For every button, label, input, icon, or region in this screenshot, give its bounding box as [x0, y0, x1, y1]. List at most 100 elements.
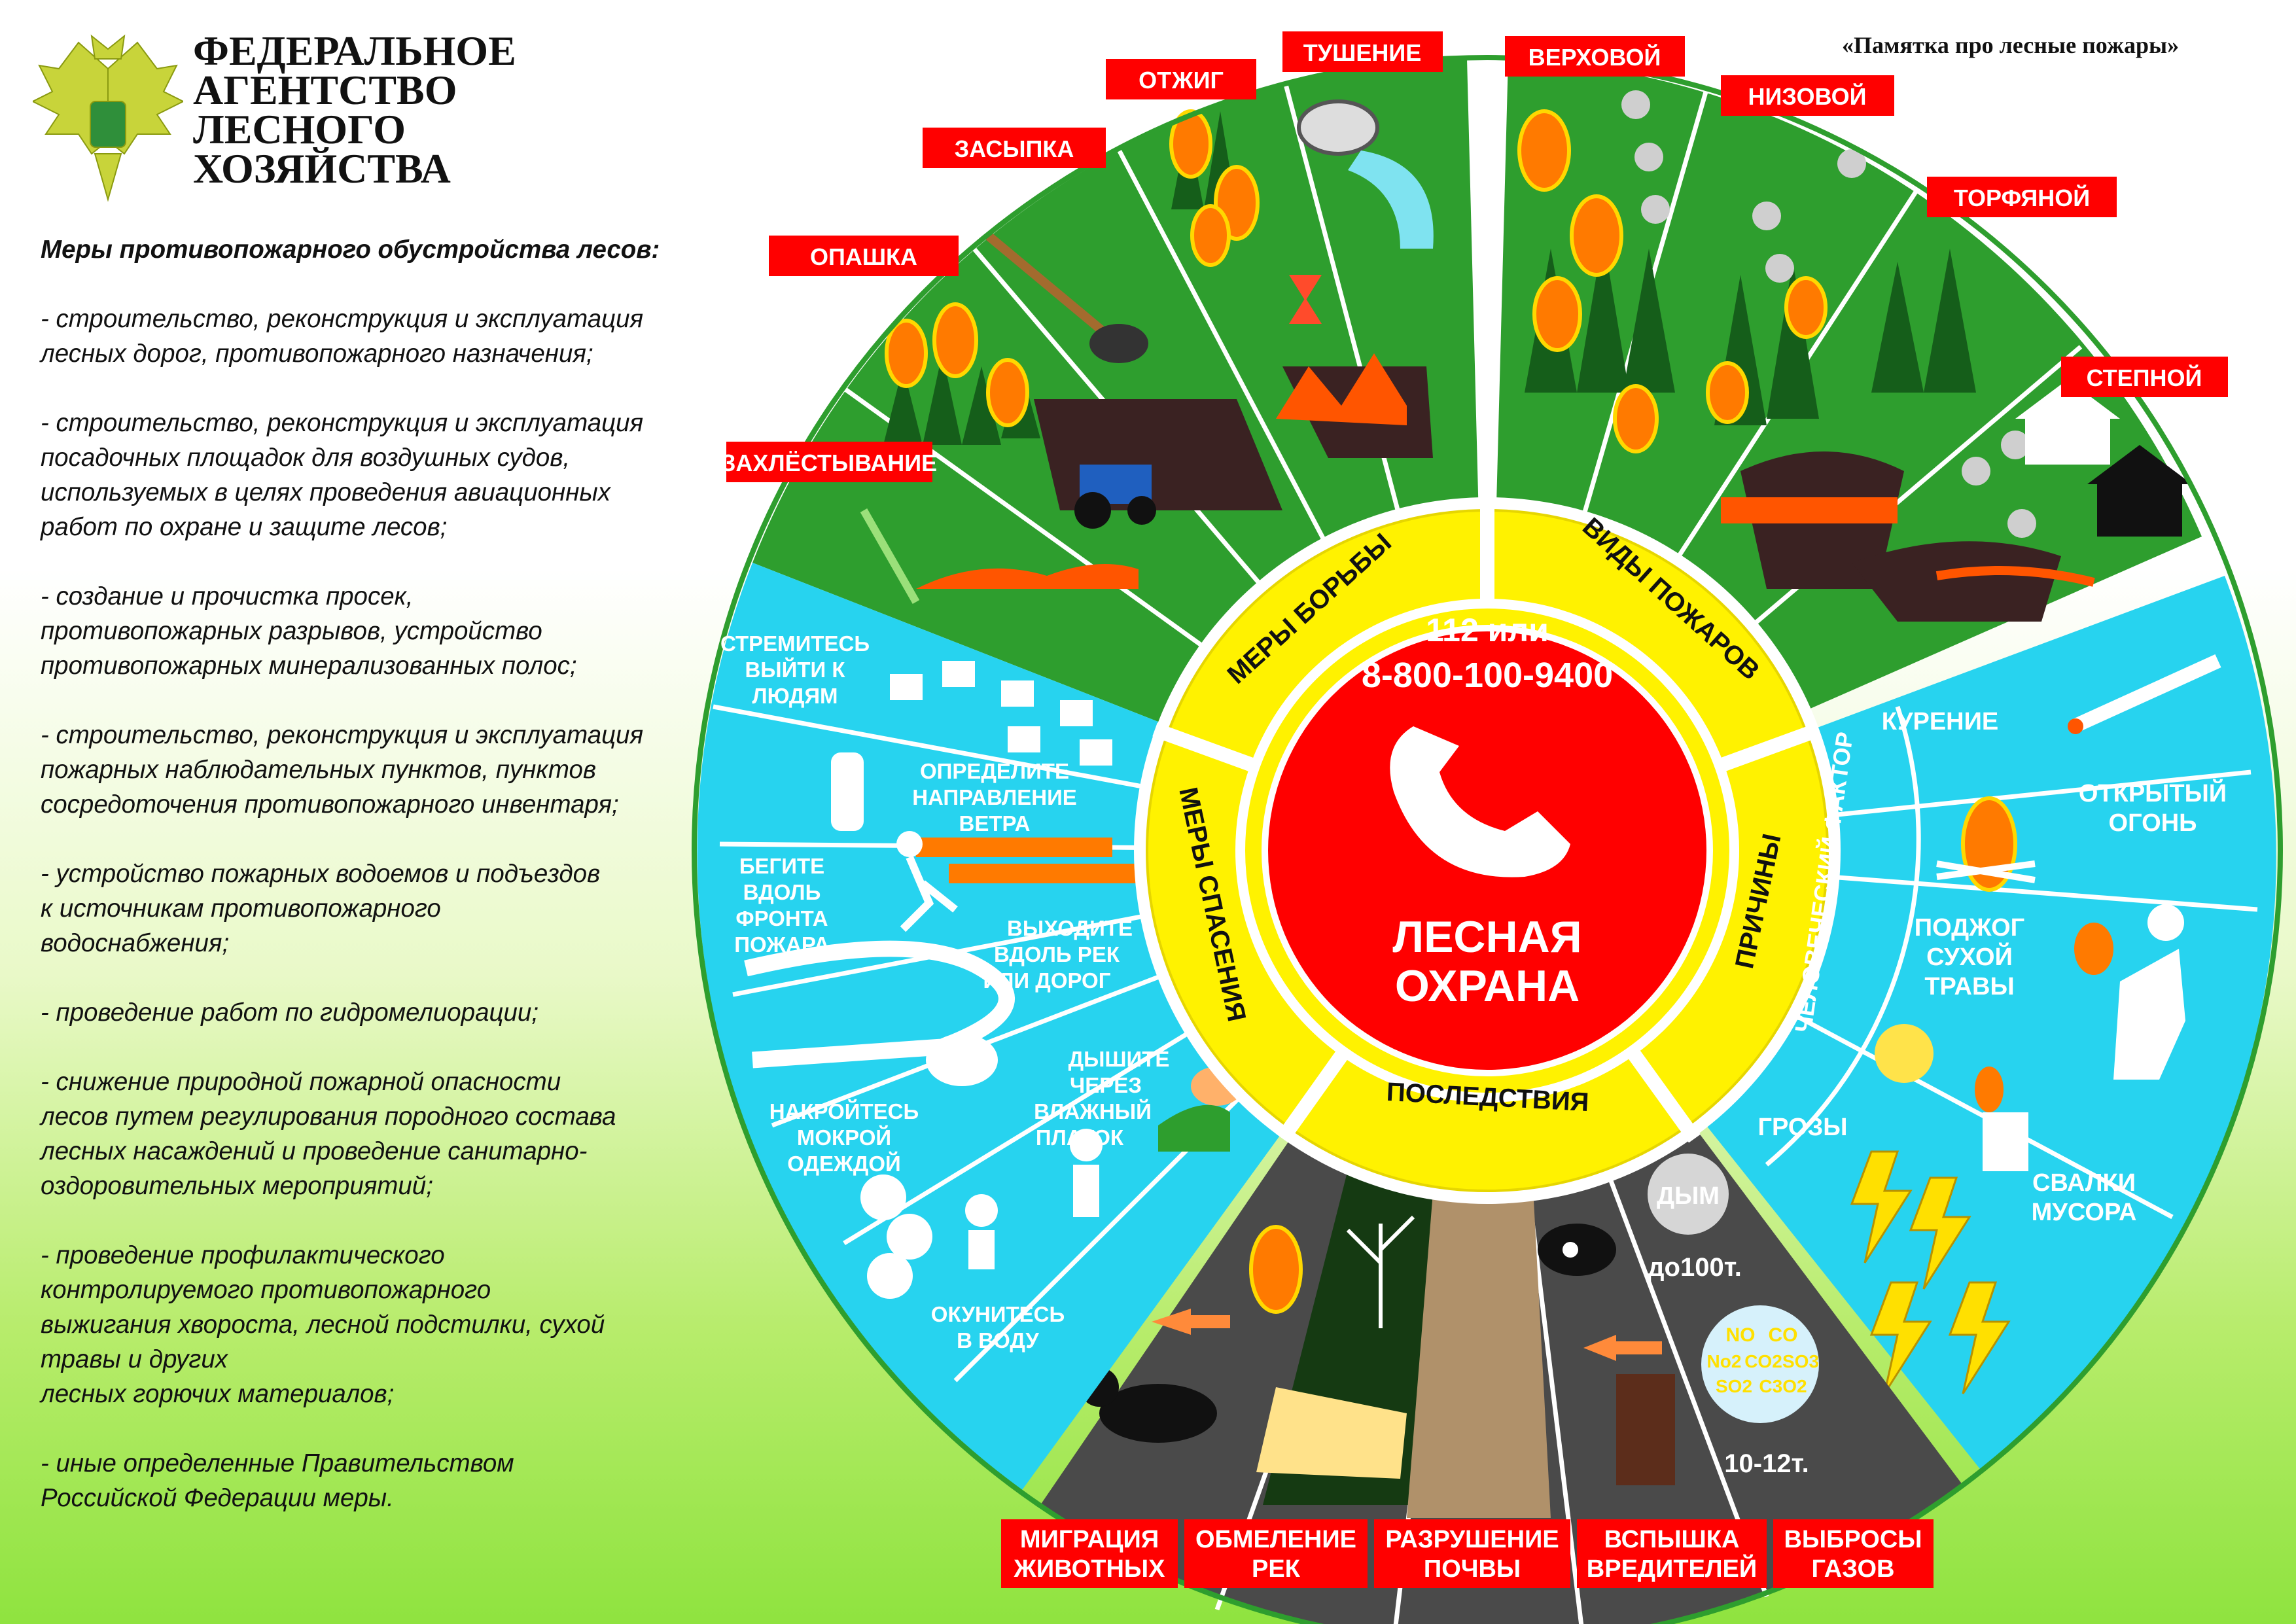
gas-c3o2: C3O2	[1759, 1376, 1807, 1396]
rescue-water-1: ОКУНИТЕСЬ	[931, 1302, 1065, 1326]
rescue-people-2: ВЫЙТИ К	[745, 657, 845, 682]
gas-so3: SO3	[1782, 1351, 1819, 1371]
water-bucket-icon	[1297, 99, 1434, 249]
gas-bubble-icon: NO CO No2 CO2 SO3 SO2 C3O2	[1701, 1305, 1819, 1423]
rescue-run-3: ФРОНТА	[735, 906, 828, 930]
agency-line-1: ФЕДЕРАЛЬНОЕ	[193, 27, 516, 74]
cause-arson-3: ТРАВЫ	[1924, 973, 2014, 1000]
cause-dumps-2: МУСОРА	[2032, 1199, 2137, 1226]
ship-icon	[1256, 1387, 1407, 1479]
cause-arson-2: СУХОЙ	[1926, 942, 2013, 971]
measure-item-line: выжигания хвороста, лесной подстилки, су…	[41, 1311, 605, 1339]
rescue-labels: СТРЕМИТЕСЬ ВЫЙТИ К ЛЮДЯМ ОПРЕДЕЛИТЕ НАПР…	[720, 631, 1170, 1352]
rescue-cover-3: ОДЕЖДОЙ	[787, 1151, 900, 1176]
measure-item: - строительство, реконструкция и эксплуа…	[41, 406, 728, 544]
arrow-left-icon	[1152, 1309, 1662, 1361]
measure-item-line: противопожарных разрывов, устройство	[41, 617, 542, 645]
rescue-breathe-1: ДЫШИТЕ	[1069, 1047, 1170, 1071]
rescue-cover-2: МОКРОЙ	[797, 1125, 891, 1150]
rescue-people-3: ЛЮДЯМ	[752, 684, 838, 708]
measure-item-line: - строительство, реконструкция и эксплуа…	[41, 409, 644, 437]
measure-item-line: лесных дорог, противопожарного назначени…	[41, 340, 593, 368]
measure-item-line: - иные определенные Правительством	[41, 1449, 514, 1477]
fire-type-crown: ВЕРХОВОЙ	[1528, 43, 1661, 71]
cigarette-icon	[2068, 654, 2221, 734]
rescue-water-2: В ВОДУ	[957, 1328, 1039, 1352]
consequence-3-line-2: ПОЧВЫ	[1424, 1555, 1521, 1583]
consequence-4-line-2: ВРЕДИТЕЛЕЙ	[1587, 1553, 1757, 1583]
gases-amount: 10-12т.	[1724, 1449, 1809, 1478]
runner-icon	[896, 831, 958, 932]
dead-tree-icon	[1346, 1215, 1415, 1328]
rescue-run-4: ПОЖАРА	[734, 932, 830, 957]
cause-smoking: КУРЕНИЕ	[1882, 708, 1999, 735]
raised-hand-icon	[831, 752, 864, 831]
gas-co: CO	[1769, 1324, 1798, 1346]
steam-icon	[860, 1174, 932, 1299]
fire-prevention-measures: Меры противопожарного обустройства лесов…	[41, 232, 728, 1550]
measure-item-line: - строительство, реконструкция и эксплуа…	[41, 721, 644, 749]
forest-guard-line-1: ЛЕСНАЯ	[1392, 912, 1581, 962]
rescue-breathe-4: ПЛАТОК	[1036, 1125, 1124, 1150]
rescue-cover-1: НАКРОЙТЕСЬ	[769, 1099, 919, 1123]
fight-label-covering: ЗАСЫПКА	[955, 135, 1074, 162]
cracked-soil	[1407, 1152, 1551, 1518]
fight-label-extinguishing: ТУШЕНИЕ	[1303, 39, 1421, 66]
fight-labels: ЗАХЛЁСТЫВАНИЕ ОПАШКА ЗАСЫПКА ОТЖИГ ТУШЕН…	[721, 31, 1443, 482]
phone-line-1: 112 или	[1426, 612, 1549, 648]
agency-line-2: АГЕНТСТВО	[193, 67, 457, 113]
consequence-3-line-1: РАЗРУШЕНИЕ	[1385, 1526, 1559, 1553]
smoke-bubble-icon: ДЫМ	[1648, 1154, 1729, 1235]
cause-dumps-1: СВАЛКИ	[2032, 1169, 2136, 1197]
smoke-label: ДЫМ	[1657, 1182, 1720, 1210]
shovel-icon	[985, 232, 1148, 363]
rescue-run-2: ВДОЛЬ	[743, 880, 821, 904]
measure-item-line: посадочных площадок для воздушных судов,	[41, 444, 571, 472]
measure-item-line: - снижение природной пожарной опасности	[41, 1068, 561, 1096]
consequence-5-line-1: ВЫБРОСЫ	[1784, 1526, 1922, 1553]
measure-item: - строительство, реконструкция и эксплуа…	[41, 718, 728, 822]
cause-arson-1: ПОДЖОГ	[1915, 914, 2024, 942]
consequence-labels: МИГРАЦИЯ ЖИВОТНЫХ ОБМЕЛЕНИЕ РЕК РАЗРУШЕН…	[1001, 1519, 1934, 1588]
measure-item-line: водоснабжения;	[41, 929, 230, 957]
rescue-people-1: СТРЕМИТЕСЬ	[720, 631, 870, 656]
memo-title: «Памятка про лесные пожары»	[1842, 32, 2180, 58]
fire-type-peat: ТОРФЯНОЙ	[1954, 184, 2090, 211]
consequence-1-line-2: ЖИВОТНЫХ	[1014, 1555, 1166, 1583]
houses-icon	[890, 661, 1112, 766]
rescue-exit-3: ИЛИ ДОРОГ	[983, 968, 1111, 993]
gas-co2: CO2	[1744, 1351, 1782, 1371]
rescue-breathe-2: ЧЕРЕЗ	[1070, 1073, 1142, 1097]
sector-consequences: ДЫМ NO CO No2 CO2 SO3 SO2 C3O2 до100т. 1…	[1040, 849, 1963, 1624]
measure-item-line: Российской Федерации меры.	[41, 1484, 394, 1512]
measure-item-line: сосредоточения противопожарного инвентар…	[41, 790, 619, 819]
river-path	[744, 940, 1015, 1068]
gas-no2: No2	[1707, 1351, 1742, 1371]
cause-open-fire-2: ОГОНЬ	[2109, 809, 2197, 837]
arrow-down-icon	[1289, 275, 1322, 301]
moth-icon	[1538, 1224, 1616, 1276]
consequence-1-line-1: МИГРАЦИЯ	[1020, 1526, 1159, 1553]
measure-item-line: работ по охране и защите лесов;	[41, 513, 448, 541]
forest-guard-line-2: ОХРАНА	[1395, 961, 1580, 1011]
tractor-icon	[1074, 465, 1156, 529]
agency-line-4: ХОЗЯЙСТВА	[193, 145, 451, 192]
measure-item-line: - строительство, реконструкция и эксплуа…	[41, 305, 644, 333]
measure-item-line: - создание и прочистка просек,	[41, 582, 414, 610]
consequence-2-line-1: ОБМЕЛЕНИЕ	[1195, 1526, 1356, 1553]
measure-item-line: травы и других	[41, 1345, 228, 1373]
measure-item-line: контролируемого противопожарного	[41, 1276, 491, 1304]
measures-list: - строительство, реконструкция и эксплуа…	[41, 302, 728, 1515]
double-headed-eagle-emblem-icon	[33, 34, 183, 202]
lightning-icon	[1850, 1150, 2011, 1394]
measure-item: - строительство, реконструкция и эксплуа…	[41, 302, 728, 371]
cause-storms: ГРОЗЫ	[1758, 1114, 1848, 1141]
consequence-5-line-2: ГАЗОВ	[1812, 1555, 1895, 1583]
rescue-wind-1: ОПРЕДЕЛИТЕ	[920, 759, 1069, 783]
measure-item-line: используемых в целях проведения авиацион…	[41, 478, 610, 506]
fire-type-steppe: СТЕПНОЙ	[2087, 364, 2202, 391]
measure-item-line: - устройство пожарных водоемов и подъезд…	[41, 860, 601, 888]
rescue-run-1: БЕГИТЕ	[739, 854, 824, 878]
fight-label-whipping: ЗАХЛЁСТЫВАНИЕ	[721, 450, 937, 476]
